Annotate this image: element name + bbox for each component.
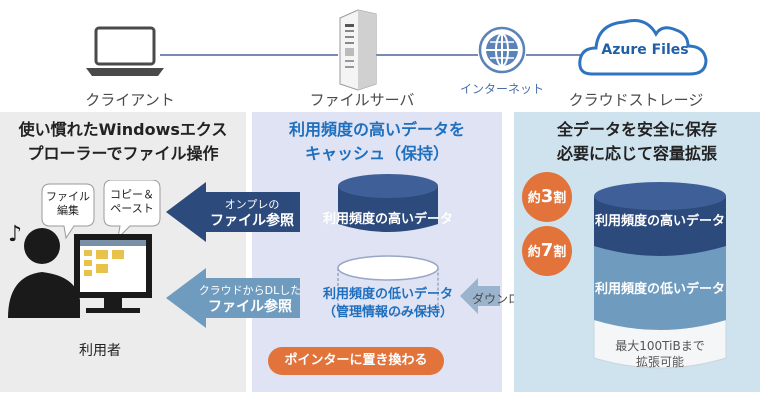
bubble-edit-text: ファイル 編集 — [42, 190, 94, 218]
fileserver-low-line2: （管理情報のみ保持） — [322, 305, 453, 320]
arrow-download — [460, 278, 500, 314]
badge-70-percent: 約7割 — [522, 226, 572, 276]
cloud-panel-title: 全データを安全に保存 必要に応じて容量拡張 — [514, 118, 760, 166]
server-icon — [339, 9, 377, 91]
cloud-high-label: 利用頻度の高いデータ — [594, 214, 725, 229]
bubble-copy-line2: ペースト — [110, 202, 154, 215]
arrow-cloud-dl-text: クラウドからDLした ファイル参照 — [198, 284, 302, 316]
fileserver-high-label: 利用頻度の高いデータ — [322, 212, 453, 227]
capacity-line2: 拡張可能 — [635, 355, 684, 369]
badge1-num: 3 — [540, 186, 554, 207]
client-panel-title: 使い慣れたWindowsエクス プローラーでファイル操作 — [0, 118, 246, 166]
client-label: クライアント — [85, 91, 175, 109]
badge-30-percent: 約3割 — [522, 172, 572, 222]
badge2-prefix: 約 — [527, 245, 541, 260]
badge1-suffix: 割 — [553, 191, 567, 206]
bubble-copy-line1: コピー＆ — [110, 188, 154, 201]
fileserver-label: ファイルサーバ — [309, 91, 415, 109]
cylinder-high-icon — [338, 174, 438, 232]
fileserver-graphics — [166, 174, 500, 328]
arrow-cloud-dl-line2: ファイル参照 — [208, 299, 292, 315]
badge2-suffix: 割 — [553, 245, 567, 260]
cloud-label: クラウドストレージ — [568, 91, 704, 109]
user-label: 利用者 — [79, 343, 121, 359]
speech-bubble-edit — [41, 183, 95, 240]
arrow-cloud-dl-line1: クラウドからDLした — [198, 284, 302, 297]
cloud-icon — [578, 19, 708, 76]
arrow-cloud-dl — [166, 268, 300, 328]
cloud-storage-cylinder-icon — [593, 182, 727, 369]
fileserver-low-label: 利用頻度の低いデータ （管理情報のみ保持） — [300, 286, 476, 322]
internet-label: インターネット — [459, 82, 544, 96]
cloud-low-label: 利用頻度の低いデータ — [594, 282, 725, 297]
client-title-line1: 使い慣れたWindowsエクス — [18, 120, 228, 139]
badge2-num: 7 — [540, 240, 554, 261]
cloud-title-line2: 必要に応じて容量拡張 — [556, 144, 717, 163]
fileserver-title-line1: 利用頻度の高いデータを — [288, 120, 465, 139]
fileserver-title-line2: キャッシュ（保持） — [304, 144, 449, 163]
laptop-icon — [86, 26, 164, 76]
arrow-onprem-text: オンプレの ファイル参照 — [204, 198, 300, 230]
music-note-icon: ♪ — [8, 222, 23, 247]
user-illustration — [8, 180, 161, 318]
azure-files-label: Azure Files — [601, 42, 689, 58]
client-title-line2: プローラーでファイル操作 — [27, 144, 219, 163]
fileserver-panel-title: 利用頻度の高いデータを キャッシュ（保持） — [252, 118, 502, 166]
fileserver-low-line1: 利用頻度の低いデータ — [322, 287, 453, 302]
capacity-line1: 最大100TiBまで — [615, 339, 705, 353]
bubble-copy-text: コピー＆ ペースト — [104, 188, 160, 216]
person-icon — [8, 228, 80, 318]
fileserver-panel: 利用頻度の高いデータを キャッシュ（保持） — [252, 112, 502, 392]
arrow-onprem-line1: オンプレの — [224, 198, 280, 211]
pointer-badge: ポインターに置き換わる — [268, 347, 444, 375]
network-diagram — [86, 9, 708, 91]
cloud-title-line1: 全データを安全に保存 — [556, 120, 717, 139]
arrow-onprem — [166, 182, 300, 242]
capacity-label: 最大100TiBまで 拡張可能 — [590, 338, 730, 370]
speech-bubble-copy — [103, 180, 161, 240]
globe-icon — [478, 26, 526, 74]
arrow-onprem-line2: ファイル参照 — [210, 213, 294, 229]
badge1-prefix: 約 — [527, 191, 541, 206]
bubble-edit-line2: 編集 — [57, 204, 79, 217]
bubble-edit-line1: ファイル — [46, 190, 90, 203]
cylinder-low-icon — [337, 255, 439, 315]
monitor-icon — [74, 234, 152, 313]
